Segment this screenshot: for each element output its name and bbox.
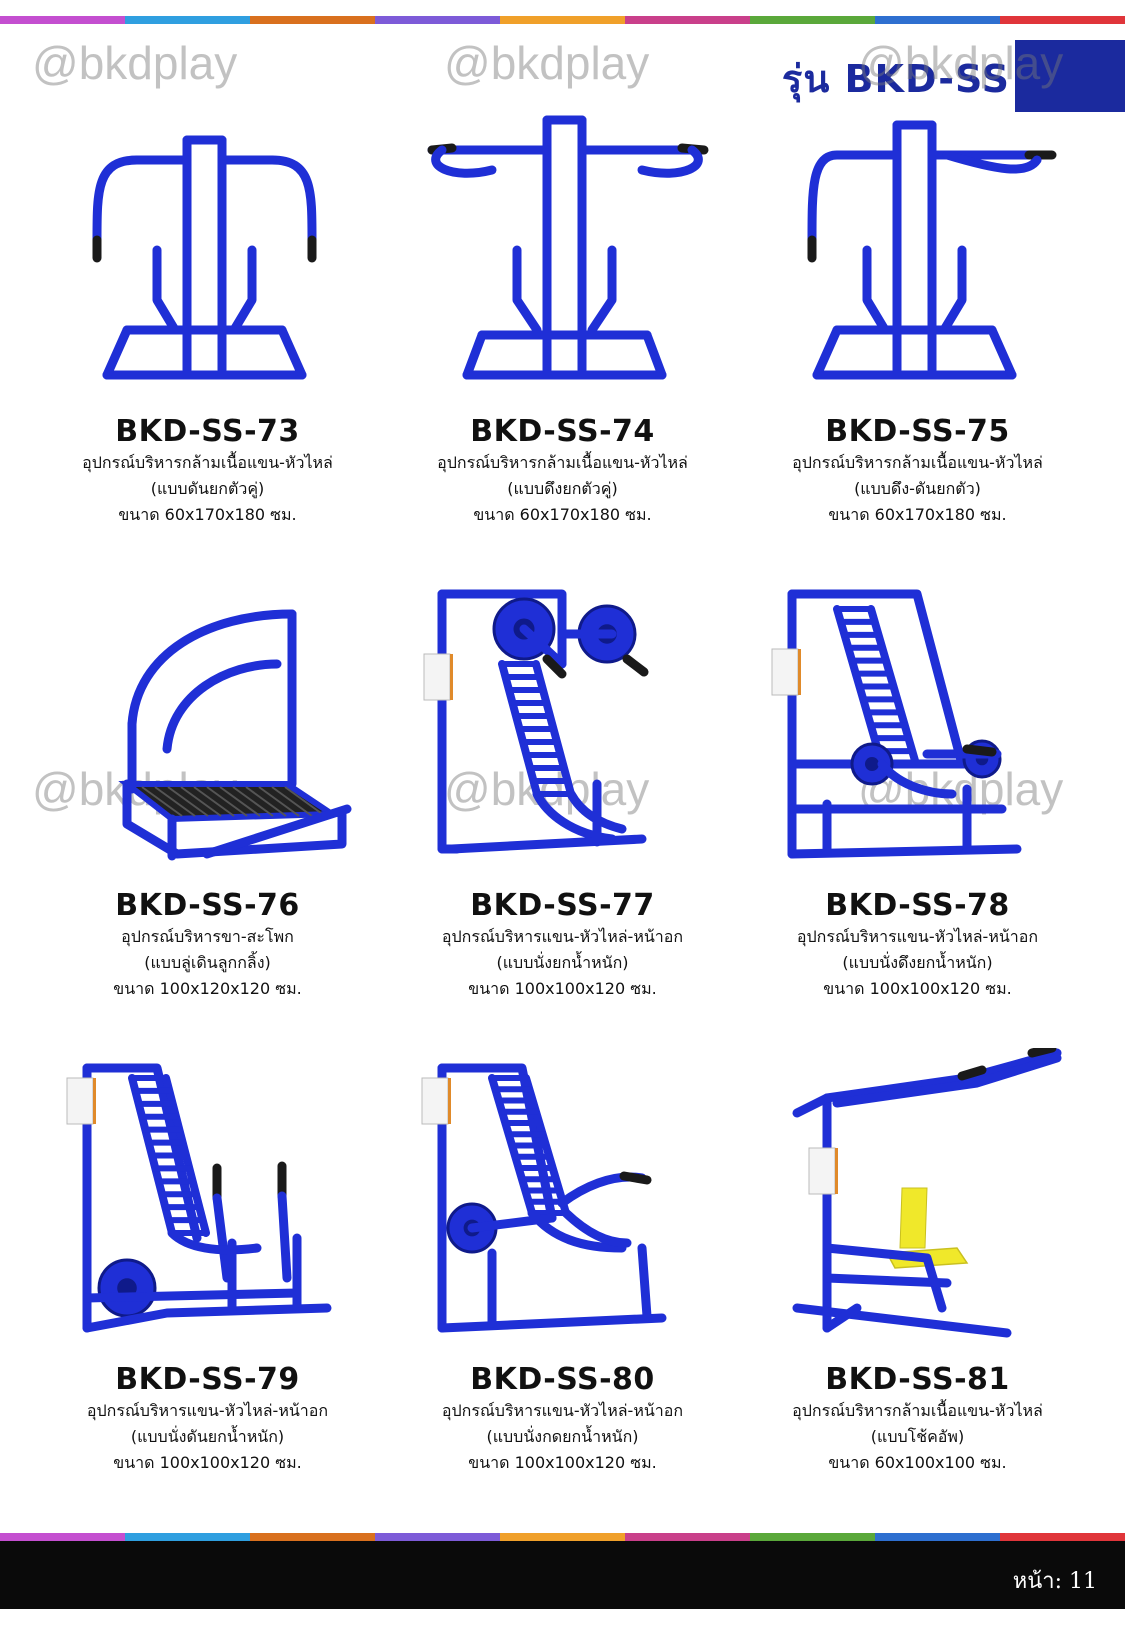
strip-segment — [750, 16, 875, 24]
double-pull-down-machine-icon — [427, 115, 709, 380]
strip-segment — [1000, 16, 1125, 24]
product-info: BKD-SS-78 อุปกรณ์บริหารแขน-หัวไหล่-หน้าอก… — [740, 888, 1095, 1002]
product-info: BKD-SS-79 อุปกรณ์บริหารแขน-หัวไหล่-หน้าอก… — [30, 1362, 385, 1476]
product-size: ขนาด 100x100x120 ซม. — [468, 979, 657, 998]
strip-segment — [0, 16, 125, 24]
product-variant: (แบบนั่งดันยกน้ำหนัก) — [130, 1427, 285, 1446]
roller-walker-icon — [118, 609, 352, 861]
watermark: @bkdplay — [444, 37, 650, 89]
product-card: BKD-SS-74 อุปกรณ์บริหารกล้ามเนื้อแขน-หัวไ… — [385, 100, 740, 574]
page-number: หน้า: 11 — [1012, 1569, 1097, 1594]
product-card: BKD-SS-80 อุปกรณ์บริหารแขน-หัวไหล่-หน้าอก… — [385, 1048, 740, 1522]
strip-segment — [250, 16, 375, 24]
double-chest-press-machine-icon — [92, 135, 317, 380]
product-variant: (แบบดึงยกตัวคู่) — [507, 479, 618, 498]
product-description: อุปกรณ์บริหารกล้ามเนื้อแขน-หัวไหล่ — [437, 453, 688, 472]
product-model: BKD-SS-74 — [470, 414, 655, 449]
product-size: ขนาด 100x100x120 ซม. — [113, 1453, 302, 1472]
footer-bar — [0, 1541, 1125, 1609]
product-card: BKD-SS-75 อุปกรณ์บริหารกล้ามเนื้อแขน-หัวไ… — [740, 100, 1095, 574]
product-variant: (แบบนั่งกดยกน้ำหนัก) — [486, 1427, 639, 1446]
product-info: BKD-SS-76 อุปกรณ์บริหารขา-สะโพก (แบบลู่เดิ… — [30, 888, 385, 1002]
product-model: BKD-SS-79 — [115, 1362, 300, 1397]
strip-segment — [125, 1533, 250, 1541]
seated-pull-machine-icon — [771, 589, 1022, 859]
product-description: อุปกรณ์บริหารกล้ามเนื้อแขน-หัวไหล่ — [792, 1401, 1043, 1420]
product-size: ขนาด 60x170x180 ซม. — [118, 505, 297, 524]
product-description: อุปกรณ์บริหารแขน-หัวไหล่-หน้าอก — [796, 927, 1039, 946]
strip-segment — [875, 1533, 1000, 1541]
strip-segment — [625, 1533, 750, 1541]
product-variant: (แบบนั่งยกน้ำหนัก) — [496, 953, 629, 972]
strip-segment — [750, 1533, 875, 1541]
product-info: BKD-SS-73 อุปกรณ์บริหารกล้ามเนื้อแขน-หัวไ… — [30, 414, 385, 528]
product-variant: (แบบดันยกตัวคู่) — [150, 479, 265, 498]
strip-segment — [125, 16, 250, 24]
product-card: BKD-SS-78 อุปกรณ์บริหารแขน-หัวไหล่-หน้าอก… — [740, 574, 1095, 1048]
strip-segment — [625, 16, 750, 24]
top-color-strip — [0, 16, 1125, 24]
seated-lift-machine-icon — [423, 589, 649, 854]
strip-segment — [375, 16, 500, 24]
product-size: ขนาด 100x100x120 ซม. — [823, 979, 1012, 998]
product-description: อุปกรณ์บริหารขา-สะโพก — [121, 927, 294, 946]
series-color-block — [1015, 40, 1125, 112]
product-card: BKD-SS-76 อุปกรณ์บริหารขา-สะโพก (แบบลู่เดิ… — [30, 574, 385, 1048]
product-description: อุปกรณ์บริหารกล้ามเนื้อแขน-หัวไหล่ — [792, 453, 1043, 472]
product-info: BKD-SS-75 อุปกรณ์บริหารกล้ามเนื้อแขน-หัวไ… — [740, 414, 1095, 528]
product-info: BKD-SS-80 อุปกรณ์บริหารแขน-หัวไหล่-หน้าอก… — [385, 1362, 740, 1476]
product-model: BKD-SS-78 — [825, 888, 1010, 923]
product-model: BKD-SS-77 — [470, 888, 655, 923]
strip-segment — [0, 1533, 125, 1541]
seated-push-machine-icon — [66, 1063, 332, 1333]
product-size: ขนาด 100x120x120 ซม. — [113, 979, 302, 998]
seated-press-machine-icon — [421, 1063, 667, 1333]
product-description: อุปกรณ์บริหารแขน-หัวไหล่-หน้าอก — [441, 927, 684, 946]
product-size: ขนาด 100x100x120 ซม. — [468, 1453, 657, 1472]
product-info: BKD-SS-77 อุปกรณ์บริหารแขน-หัวไหล่-หน้าอก… — [385, 888, 740, 1002]
product-size: ขนาด 60x170x180 ซม. — [828, 505, 1007, 524]
push-pull-machine-icon — [807, 120, 1057, 380]
strip-segment — [250, 1533, 375, 1541]
product-card: BKD-SS-73 อุปกรณ์บริหารกล้ามเนื้อแขน-หัวไ… — [30, 100, 385, 574]
product-model: BKD-SS-76 — [115, 888, 300, 923]
product-variant: (แบบโช้คอัพ) — [870, 1427, 965, 1446]
bottom-color-strip — [0, 1533, 1125, 1541]
series-title: รุ่น BKD-SS — [781, 57, 1010, 101]
strip-segment — [500, 1533, 625, 1541]
product-model: BKD-SS-80 — [470, 1362, 655, 1397]
product-size: ขนาด 60x100x100 ซม. — [828, 1453, 1007, 1472]
product-card: BKD-SS-81 อุปกรณ์บริหารกล้ามเนื้อแขน-หัวไ… — [740, 1048, 1095, 1522]
product-info: BKD-SS-74 อุปกรณ์บริหารกล้ามเนื้อแขน-หัวไ… — [385, 414, 740, 528]
product-card: BKD-SS-77 อุปกรณ์บริหารแขน-หัวไหล่-หน้าอก… — [385, 574, 740, 1048]
product-model: BKD-SS-75 — [825, 414, 1010, 449]
strip-segment — [375, 1533, 500, 1541]
product-size: ขนาด 60x170x180 ซม. — [473, 505, 652, 524]
watermark: @bkdplay — [32, 37, 238, 89]
product-model: BKD-SS-81 — [825, 1362, 1010, 1397]
strip-segment — [875, 16, 1000, 24]
strip-segment — [1000, 1533, 1125, 1541]
product-variant: (แบบนั่งดึงยกน้ำหนัก) — [842, 953, 993, 972]
product-description: อุปกรณ์บริหารแขน-หัวไหล่-หน้าอก — [86, 1401, 329, 1420]
product-description: อุปกรณ์บริหารกล้ามเนื้อแขน-หัวไหล่ — [82, 453, 333, 472]
shock-absorber-machine-icon — [792, 1048, 1062, 1338]
product-card: BKD-SS-79 อุปกรณ์บริหารแขน-หัวไหล่-หน้าอก… — [30, 1048, 385, 1522]
product-info: BKD-SS-81 อุปกรณ์บริหารกล้ามเนื้อแขน-หัวไ… — [740, 1362, 1095, 1476]
product-variant: (แบบดึง-ดันยกตัว) — [854, 479, 981, 498]
product-grid: BKD-SS-73 อุปกรณ์บริหารกล้ามเนื้อแขน-หัวไ… — [30, 100, 1095, 1522]
product-model: BKD-SS-73 — [115, 414, 300, 449]
product-description: อุปกรณ์บริหารแขน-หัวไหล่-หน้าอก — [441, 1401, 684, 1420]
product-variant: (แบบลู่เดินลูกกลิ้ง) — [144, 953, 271, 972]
strip-segment — [500, 16, 625, 24]
